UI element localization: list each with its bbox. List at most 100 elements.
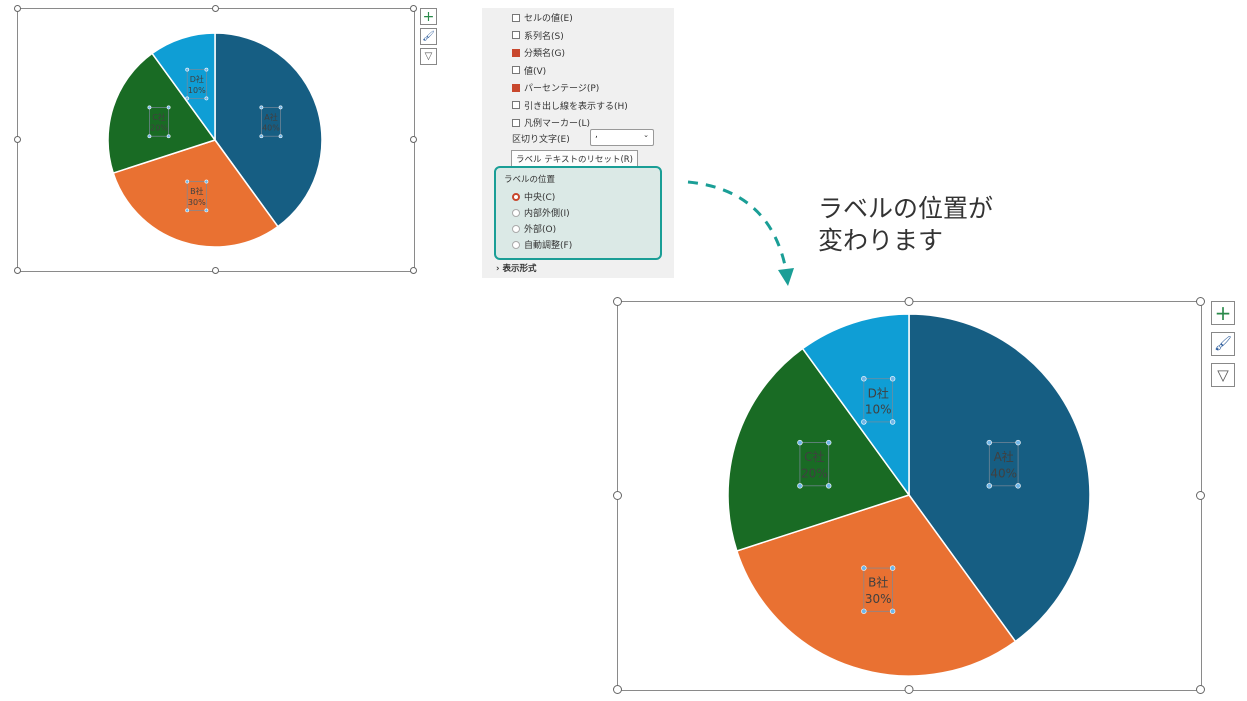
radio-button[interactable] [512, 192, 520, 201]
label-handle[interactable] [861, 565, 867, 571]
data-label-category: C社 [152, 112, 166, 122]
label-handle[interactable] [204, 179, 209, 184]
checkbox-row[interactable]: 値(V) [512, 64, 546, 77]
resize-handle[interactable] [613, 685, 622, 694]
label-handle[interactable] [826, 439, 832, 446]
label-handle[interactable] [185, 179, 190, 184]
chart-elements-button[interactable]: + [420, 8, 437, 25]
chart-filters-button[interactable]: ▽ [1211, 363, 1235, 387]
label-handle[interactable] [797, 483, 803, 489]
resize-handle[interactable] [904, 297, 914, 306]
label-handle[interactable] [185, 67, 190, 72]
label-handle[interactable] [259, 105, 264, 110]
pie-slice-D社[interactable] [151, 32, 216, 143]
separator-label: 区切り文字(E) [512, 135, 570, 145]
resize-handle[interactable] [212, 267, 219, 274]
resize-handle[interactable] [1196, 685, 1205, 694]
checkbox[interactable] [512, 31, 520, 39]
pie-slice-D社[interactable] [801, 313, 910, 498]
resize-handle[interactable] [410, 5, 417, 12]
data-label-box[interactable] [988, 442, 1019, 487]
checkbox-row[interactable]: 凡例マーカー(L) [512, 116, 590, 129]
label-handle[interactable] [204, 96, 209, 101]
label-handle[interactable] [259, 134, 264, 139]
label-handle[interactable] [278, 105, 283, 110]
resize-handle[interactable] [410, 267, 417, 274]
radio-row[interactable]: 自動調整(F) [512, 238, 572, 251]
label-handle[interactable] [861, 376, 867, 382]
label-handle[interactable] [166, 105, 171, 110]
data-label-box[interactable] [863, 378, 893, 423]
pie-slice-B社[interactable] [735, 494, 1017, 677]
pie-slice-C社[interactable] [107, 52, 217, 175]
resize-handle[interactable] [14, 267, 21, 274]
label-handle[interactable] [166, 134, 171, 139]
radio-button[interactable] [512, 224, 520, 233]
label-handle[interactable] [278, 134, 283, 139]
data-label-box[interactable] [186, 181, 207, 211]
resize-handle[interactable] [613, 297, 622, 306]
checkbox-row[interactable]: パーセンテージ(P) [512, 81, 599, 94]
label-handle[interactable] [889, 608, 896, 614]
radio-row[interactable]: 中央(C) [512, 190, 555, 203]
label-handle[interactable] [204, 67, 209, 72]
checkbox[interactable] [512, 48, 520, 57]
checkbox-row[interactable]: 分類名(G) [512, 46, 565, 59]
checkbox[interactable] [512, 118, 520, 127]
radio-button[interactable] [512, 240, 520, 249]
label-handle[interactable] [861, 419, 867, 425]
label-handle[interactable] [861, 608, 867, 614]
label-handle[interactable] [185, 208, 190, 213]
checkbox[interactable] [512, 83, 520, 92]
radio-button[interactable] [512, 208, 520, 217]
label-handle[interactable] [889, 376, 896, 382]
checkbox-row[interactable]: 引き出し線を表示する(H) [512, 99, 628, 112]
label-handle[interactable] [204, 208, 209, 213]
number-format-section[interactable]: › 表示形式 [496, 264, 537, 274]
separator-dropdown[interactable]: ,⌄ [590, 129, 654, 146]
checkbox-label: セルの値(E) [524, 14, 573, 24]
label-handle[interactable] [986, 483, 992, 489]
resize-handle[interactable] [410, 136, 417, 143]
label-handle[interactable] [1015, 483, 1021, 489]
brush-icon: 🖌 [1214, 336, 1232, 352]
resize-handle[interactable] [14, 136, 21, 143]
data-label-box[interactable] [863, 567, 893, 612]
checkbox[interactable] [512, 13, 520, 22]
radio-row[interactable]: 外部(O) [512, 222, 556, 235]
chart-elements-button[interactable]: + [1211, 301, 1235, 325]
label-handle[interactable] [826, 483, 832, 489]
checkbox-row[interactable]: 系列名(S) [512, 29, 564, 42]
resize-handle[interactable] [212, 5, 219, 12]
label-handle[interactable] [797, 439, 803, 446]
radio-row[interactable]: 内部外側(I) [512, 206, 570, 219]
label-handle[interactable] [986, 439, 992, 446]
chart-styles-button[interactable]: 🖌 [1211, 332, 1235, 356]
pie-slice-B社[interactable] [112, 139, 279, 248]
data-label-box[interactable] [149, 107, 169, 137]
checkbox[interactable] [512, 101, 520, 109]
label-handle[interactable] [185, 96, 190, 101]
label-handle[interactable] [889, 565, 896, 571]
chart-filters-button[interactable]: ▽ [420, 48, 437, 65]
chart-styles-button[interactable]: 🖌 [420, 28, 437, 45]
resize-handle[interactable] [14, 5, 21, 12]
data-label-box[interactable] [261, 107, 281, 137]
resize-handle[interactable] [613, 491, 622, 500]
data-label-box[interactable] [799, 442, 830, 487]
data-label-box[interactable] [186, 69, 207, 99]
pie-slice-A社[interactable] [908, 313, 1091, 643]
resize-handle[interactable] [904, 685, 914, 694]
checkbox[interactable] [512, 66, 520, 74]
label-handle[interactable] [889, 419, 896, 425]
checkbox-row[interactable]: セルの値(E) [512, 11, 573, 24]
pie-slice-A社[interactable] [214, 32, 323, 228]
label-handle[interactable] [147, 105, 152, 110]
label-handle[interactable] [1015, 439, 1021, 446]
pie-slice-C社[interactable] [727, 347, 911, 552]
label-handle[interactable] [147, 134, 152, 139]
resize-handle[interactable] [1196, 297, 1205, 306]
resize-handle[interactable] [1196, 491, 1205, 500]
